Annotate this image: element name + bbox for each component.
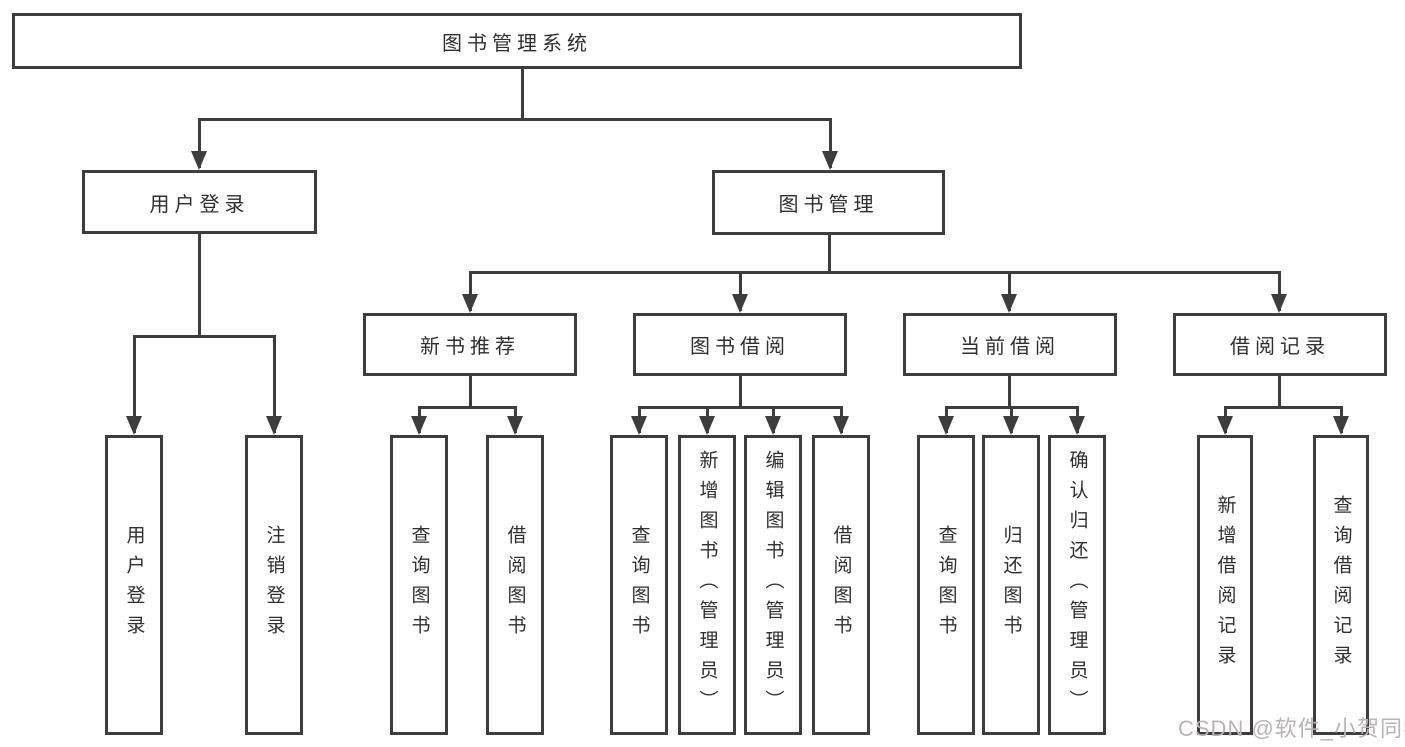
arrowhead-icon bbox=[833, 416, 849, 435]
leaf-query-borrow-record: 查询借阅记录 bbox=[1313, 435, 1369, 735]
node-book-management: 图书管理 bbox=[712, 170, 945, 235]
connector-line bbox=[638, 406, 842, 409]
arrowhead-icon bbox=[507, 416, 523, 435]
leaf-edit-books-admin: 编辑图书（管理员） bbox=[744, 435, 802, 735]
arrowhead-icon bbox=[1003, 416, 1019, 435]
node-new-book-recommendation-label: 新书推荐 bbox=[420, 336, 520, 358]
leaf-query-books-current-label: 查询图书 bbox=[935, 525, 957, 645]
connector-line bbox=[829, 118, 832, 168]
connector-line bbox=[1224, 406, 1342, 409]
node-user-login: 用户登录 bbox=[82, 170, 317, 234]
leaf-user-login-label: 用户登录 bbox=[123, 525, 145, 645]
connector-line bbox=[133, 335, 275, 338]
leaf-add-books-admin-label: 新增图书（管理员） bbox=[696, 450, 718, 720]
node-borrowing-records-label: 借阅记录 bbox=[1230, 336, 1330, 358]
connector-line bbox=[739, 271, 742, 311]
leaf-add-borrow-record: 新增借阅记录 bbox=[1197, 435, 1253, 735]
arrowhead-icon bbox=[126, 416, 142, 435]
connector-line bbox=[739, 375, 742, 407]
arrowhead-icon bbox=[1333, 416, 1349, 435]
leaf-logout-login: 注销登录 bbox=[245, 435, 303, 735]
connector-line bbox=[133, 335, 136, 433]
node-current-borrowing-label: 当前借阅 bbox=[960, 336, 1060, 358]
leaf-confirm-return-admin: 确认归还（管理员） bbox=[1048, 435, 1106, 735]
leaf-query-books-recommend-label: 查询图书 bbox=[408, 525, 430, 645]
leaf-return-books-label: 归还图书 bbox=[1000, 525, 1022, 645]
connector-line bbox=[1008, 375, 1011, 407]
node-root: 图书管理系统 bbox=[12, 13, 1022, 69]
arrowhead-icon bbox=[191, 151, 207, 170]
leaf-query-books-borrow-label: 查询图书 bbox=[628, 525, 650, 645]
arrowhead-icon bbox=[1069, 416, 1085, 435]
arrowhead-icon bbox=[765, 416, 781, 435]
connector-line bbox=[198, 118, 201, 168]
node-book-management-label: 图书管理 bbox=[778, 194, 879, 216]
arrowhead-icon bbox=[938, 416, 954, 435]
node-user-login-label: 用户登录 bbox=[149, 193, 250, 216]
node-book-borrowing-label: 图书借阅 bbox=[690, 336, 790, 358]
arrowhead-icon bbox=[266, 416, 282, 435]
connector-line bbox=[521, 68, 524, 119]
arrowhead-icon bbox=[1217, 416, 1233, 435]
leaf-query-books-current: 查询图书 bbox=[917, 435, 975, 735]
connector-line bbox=[469, 271, 1280, 274]
leaf-user-login: 用户登录 bbox=[105, 435, 163, 735]
arrowhead-icon bbox=[822, 151, 838, 170]
connector-line bbox=[1008, 271, 1011, 311]
connector-line bbox=[828, 234, 831, 272]
leaf-logout-login-label: 注销登录 bbox=[263, 525, 285, 645]
connector-line bbox=[1278, 375, 1281, 407]
connector-line bbox=[198, 118, 831, 121]
leaf-add-books-admin: 新增图书（管理员） bbox=[678, 435, 736, 735]
arrowhead-icon bbox=[732, 294, 748, 313]
leaf-borrow-books-label: 借阅图书 bbox=[830, 525, 852, 645]
node-borrowing-records: 借阅记录 bbox=[1173, 313, 1387, 376]
arrowhead-icon bbox=[1271, 294, 1287, 313]
arrowhead-icon bbox=[699, 416, 715, 435]
node-root-label: 图书管理系统 bbox=[442, 32, 592, 55]
leaf-query-borrow-record-label: 查询借阅记录 bbox=[1330, 495, 1352, 675]
watermark: CSDN @软件_小贺同学 bbox=[1178, 716, 1405, 741]
leaf-borrow-books: 借阅图书 bbox=[812, 435, 870, 735]
arrowhead-icon bbox=[462, 294, 478, 313]
connector-line bbox=[273, 335, 276, 433]
leaf-return-books: 归还图书 bbox=[982, 435, 1040, 735]
arrowhead-icon bbox=[631, 416, 647, 435]
connector-line bbox=[198, 233, 201, 336]
arrowhead-icon bbox=[411, 416, 427, 435]
leaf-borrow-books-recommend-label: 借阅图书 bbox=[504, 525, 526, 645]
connector-line bbox=[469, 375, 472, 407]
connector-line bbox=[1278, 271, 1281, 311]
leaf-edit-books-admin-label: 编辑图书（管理员） bbox=[762, 450, 784, 720]
leaf-query-books-borrow: 查询图书 bbox=[610, 435, 668, 735]
leaf-add-borrow-record-label: 新增借阅记录 bbox=[1214, 495, 1236, 675]
node-current-borrowing: 当前借阅 bbox=[903, 313, 1117, 376]
leaf-query-books-recommend: 查询图书 bbox=[390, 435, 448, 735]
connector-line bbox=[469, 271, 472, 311]
node-book-borrowing: 图书借阅 bbox=[633, 313, 847, 376]
leaf-borrow-books-recommend: 借阅图书 bbox=[486, 435, 544, 735]
connector-line bbox=[418, 406, 516, 409]
arrowhead-icon bbox=[1001, 294, 1017, 313]
node-new-book-recommendation: 新书推荐 bbox=[363, 313, 577, 376]
leaf-confirm-return-admin-label: 确认归还（管理员） bbox=[1066, 450, 1088, 720]
